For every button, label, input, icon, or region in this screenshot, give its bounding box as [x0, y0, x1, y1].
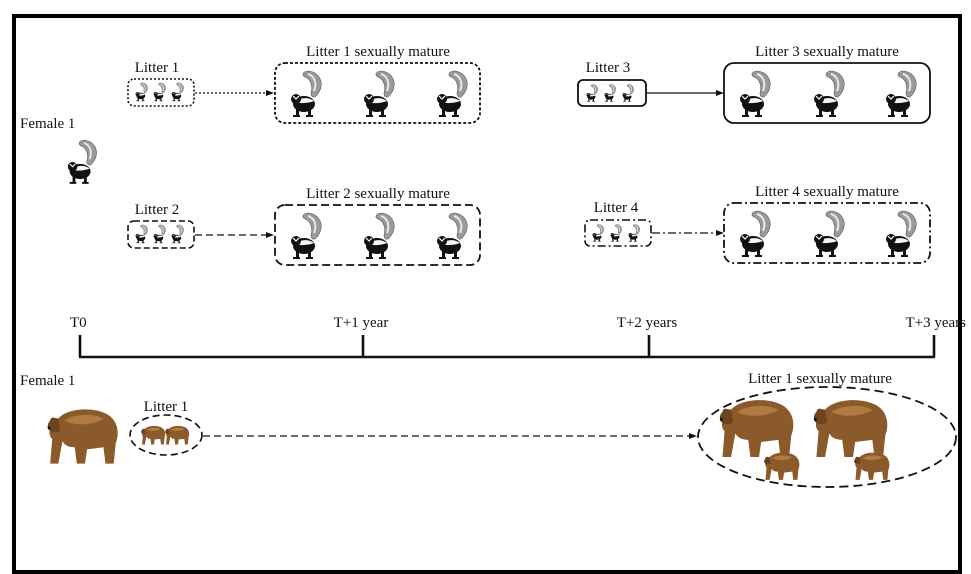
bear-icon — [47, 409, 118, 464]
litter-1-label: Litter 1 — [134, 60, 180, 76]
figure-frame — [12, 14, 962, 574]
skunk-icon — [171, 224, 185, 244]
bear-litter-1-ellipse — [129, 414, 203, 456]
skunk-icon — [135, 82, 149, 102]
litter-2-mature-box — [274, 204, 481, 266]
litter-4-mature-box — [723, 202, 931, 264]
skunk-icon — [884, 69, 918, 119]
bear-icon — [854, 452, 890, 480]
litter-1-mature-box — [274, 62, 481, 124]
timeline-tick-label: T+3 years — [905, 315, 966, 331]
skunk-icon — [884, 209, 918, 259]
skunk-icon — [604, 83, 617, 103]
bear-icon — [813, 400, 888, 458]
bear-female-1-label: Female 1 — [20, 373, 76, 389]
skunk-icon — [171, 82, 185, 102]
litter-4-box — [584, 219, 652, 247]
skunk-icon — [362, 211, 396, 261]
bear-litter-1-mature-label: Litter 1 sexually mature — [748, 371, 892, 387]
bear-icon — [719, 400, 794, 458]
litter-3-mature-box — [723, 62, 931, 124]
skunk-icon — [738, 209, 772, 259]
skunk-icon — [610, 223, 623, 243]
skunk-icon — [362, 69, 396, 119]
timeline-tick-label: T+1 year — [333, 315, 389, 331]
skunk-icon — [135, 224, 149, 244]
bear-icon — [141, 425, 166, 445]
bear-mature-ellipse — [697, 386, 957, 488]
litter-2-mature-label: Litter 2 sexually mature — [306, 186, 450, 202]
skunk-icon — [812, 209, 846, 259]
litter-4-mature-label: Litter 4 sexually mature — [755, 184, 899, 200]
skunk-icon — [435, 69, 469, 119]
diagram-canvas — [47, 62, 957, 488]
litter-4-label: Litter 4 — [593, 200, 639, 216]
skunk-icon — [586, 83, 599, 103]
skunk-icon — [628, 223, 641, 243]
skunk-icon — [738, 69, 772, 119]
skunk-icon — [812, 69, 846, 119]
timeline-tick-label: T0 — [70, 315, 87, 331]
skunk-icon — [289, 69, 323, 119]
bear-icon — [165, 425, 190, 445]
bear-litter-1-label: Litter 1 — [143, 399, 189, 415]
skunk-icon — [289, 211, 323, 261]
bear-icon — [764, 452, 800, 480]
skunk-icon — [622, 83, 635, 103]
litter-3-box — [577, 79, 647, 107]
skunk-icon — [153, 82, 167, 102]
litter-3-label: Litter 3 — [585, 60, 631, 76]
skunk-icon — [435, 211, 469, 261]
female-1-label: Female 1 — [20, 116, 76, 132]
litter-1-mature-label: Litter 1 sexually mature — [306, 44, 450, 60]
litter-2-label: Litter 2 — [134, 202, 180, 218]
timeline-tick-label: T+2 years — [616, 315, 678, 331]
skunk-icon — [153, 224, 167, 244]
litter-2-box — [127, 220, 195, 249]
skunk-icon — [592, 223, 605, 243]
litter-3-mature-label: Litter 3 sexually mature — [755, 44, 899, 60]
skunk-icon — [66, 139, 98, 185]
